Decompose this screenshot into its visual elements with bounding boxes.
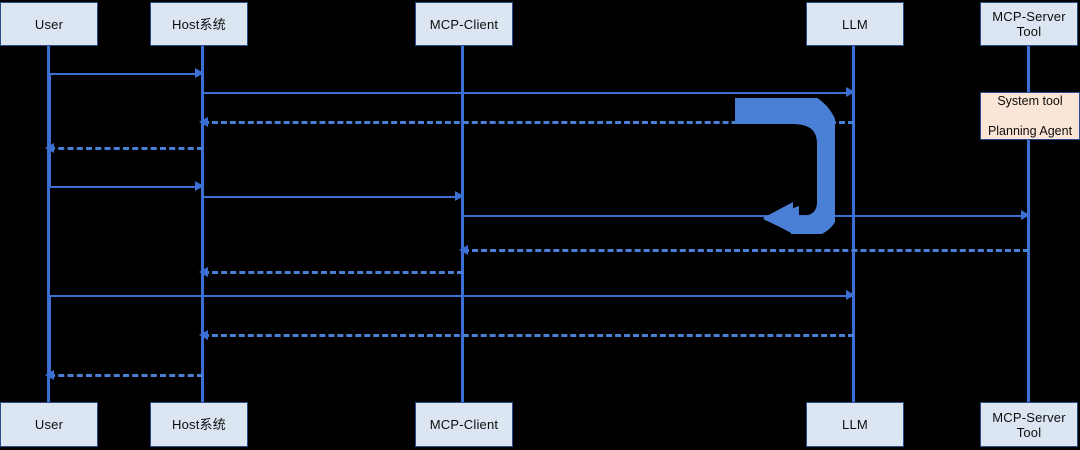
frame-segment-user-lower	[49, 295, 51, 375]
participant-header-host[interactable]: Host系统	[150, 2, 248, 46]
message-2-host-to-llm[interactable]	[203, 92, 854, 94]
arrowhead-message-2	[846, 87, 855, 97]
frame-segment-host-upper	[201, 73, 203, 186]
message-10-host-to-llm[interactable]	[203, 295, 854, 297]
message-9-mcp-client-to-host[interactable]	[203, 271, 463, 274]
lifeline-mcp-server	[1027, 46, 1030, 404]
participant-footer-mcp-client-label: MCP-Client	[429, 417, 499, 432]
message-5-user-to-host[interactable]	[49, 186, 203, 188]
frame-segment-host-mid	[201, 196, 203, 296]
frame-top-user-lower	[49, 295, 203, 297]
message-7-mcp-client-to-mcp-server[interactable]	[463, 215, 1029, 217]
message-6-host-to-mcp-client[interactable]	[203, 196, 463, 198]
participant-footer-host-label: Host系统	[172, 417, 226, 432]
participant-header-mcp-server-label: MCP-Server Tool	[992, 9, 1066, 39]
arrowhead-message-3	[199, 117, 208, 127]
participant-header-mcp-client-label: MCP-Client	[429, 16, 499, 32]
message-1-user-to-host[interactable]	[49, 73, 203, 75]
participant-header-llm-label: LLM	[842, 16, 868, 32]
note-line-1: System tool	[997, 93, 1063, 108]
message-4-host-to-user[interactable]	[49, 147, 203, 150]
participant-footer-mcp-server-label: MCP-Server Tool	[992, 409, 1066, 440]
arrowhead-message-11	[199, 330, 208, 340]
participant-footer-host[interactable]: Host系统	[150, 402, 248, 447]
participant-header-host-label: Host系统	[172, 16, 226, 32]
note-line-2: Planning Agent	[987, 123, 1073, 138]
participant-header-user-label: User	[34, 16, 64, 32]
participant-header-user[interactable]: User	[0, 2, 98, 46]
arrowhead-message-4	[45, 143, 54, 153]
arrowhead-message-8	[459, 245, 468, 255]
arrowhead-message-1	[195, 68, 204, 78]
participant-footer-user-label: User	[34, 417, 64, 432]
frame-segment-user-upper	[49, 73, 51, 186]
participant-footer-mcp-server[interactable]: MCP-Server Tool	[980, 402, 1078, 447]
llm-self-loop-arrow	[735, 98, 835, 234]
note-system-tool-planning-agent-text: System tool Planning Agent	[981, 94, 1079, 139]
lifeline-user	[47, 46, 50, 404]
participant-header-mcp-server[interactable]: MCP-Server Tool	[980, 2, 1078, 46]
message-11-llm-to-host[interactable]	[203, 334, 854, 337]
participant-footer-user[interactable]: User	[0, 402, 98, 447]
participant-footer-llm-label: LLM	[842, 417, 868, 432]
message-3-llm-to-host[interactable]	[203, 121, 854, 124]
participant-header-mcp-client[interactable]: MCP-Client	[415, 2, 513, 46]
arrowhead-message-12	[45, 370, 54, 380]
note-system-tool-planning-agent[interactable]: System tool Planning Agent	[980, 92, 1080, 140]
message-8-mcp-server-to-mcp-client[interactable]	[463, 249, 1029, 252]
participant-header-llm[interactable]: LLM	[806, 2, 904, 46]
arrowhead-message-7	[1021, 210, 1030, 220]
participant-footer-mcp-client[interactable]: MCP-Client	[415, 402, 513, 447]
arrowhead-message-9	[199, 267, 208, 277]
participant-footer-llm[interactable]: LLM	[806, 402, 904, 447]
arrowhead-message-6	[455, 191, 464, 201]
lifeline-llm	[852, 46, 855, 404]
arrowhead-message-5	[195, 181, 204, 191]
message-12-host-to-user[interactable]	[49, 374, 203, 377]
arrowhead-message-10	[846, 290, 855, 300]
